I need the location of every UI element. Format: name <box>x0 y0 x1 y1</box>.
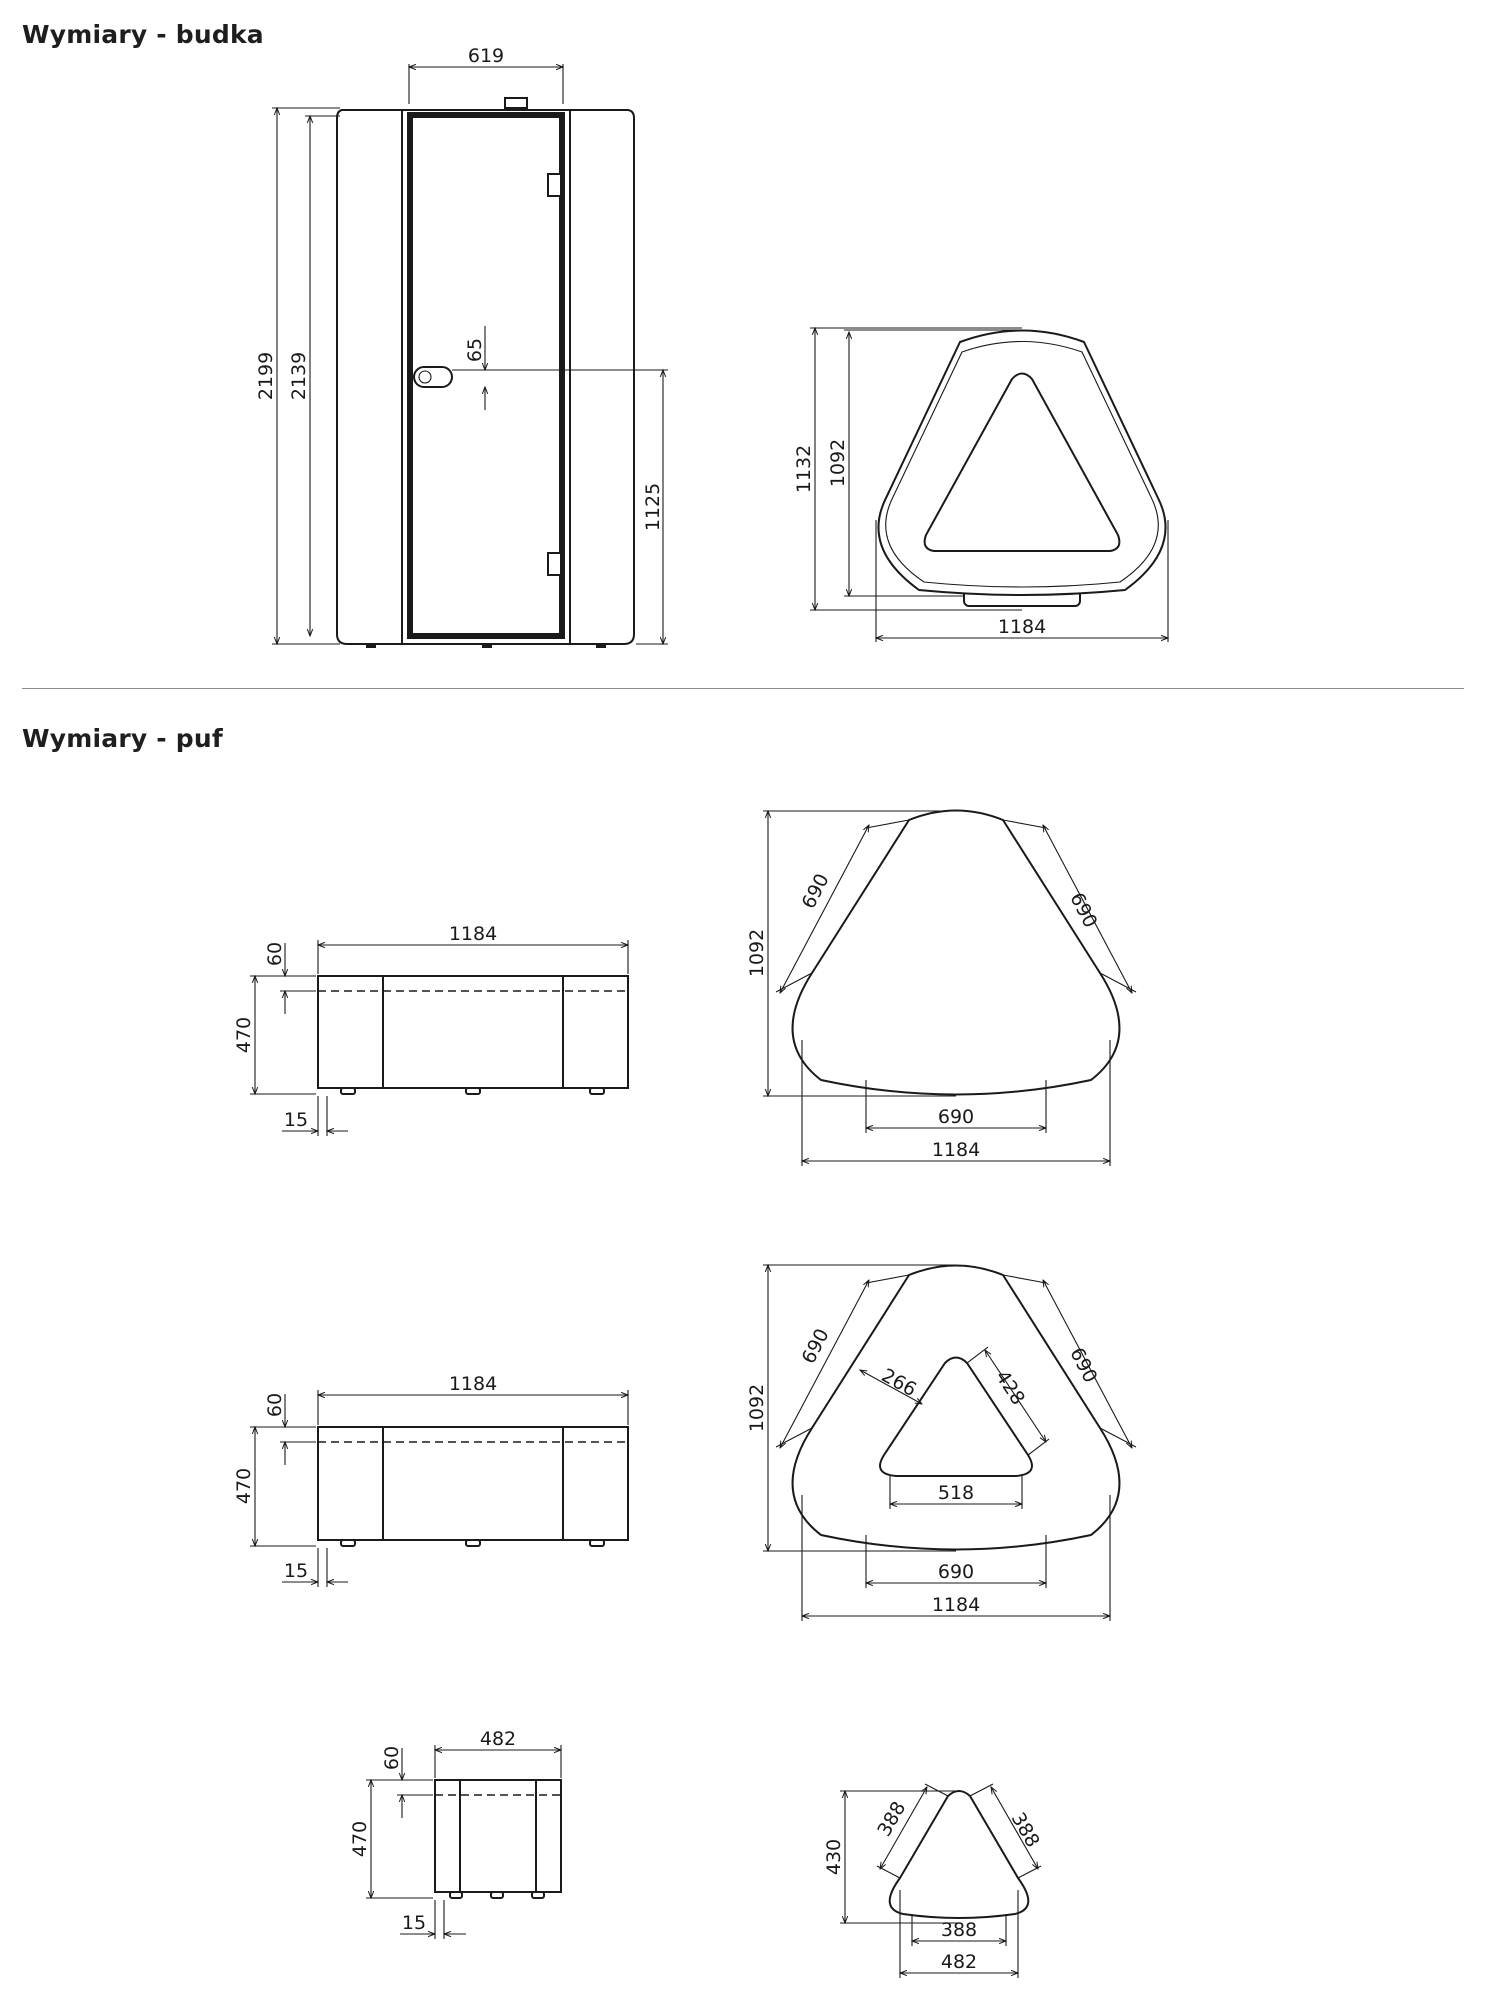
pouf-ring-top-view: 1092 690 690 266 428 518 690 1184 <box>746 1265 1137 1621</box>
dim-pouf-small-top-height: 430 <box>823 1839 845 1875</box>
booth-top-inner <box>923 372 1121 552</box>
pouf-ring-side-view: 1184 60 470 15 <box>233 1373 629 1587</box>
booth-door-handle <box>413 366 453 388</box>
dim-booth-top-depth: 1132 <box>793 445 815 493</box>
dim-booth-height-body: 2139 <box>288 352 310 400</box>
dim-line-pouf-ring-side-left <box>780 1280 869 1448</box>
section-divider <box>22 688 1464 689</box>
dim-pouf-large-top-height: 1092 <box>746 929 768 977</box>
dim-booth-width: 619 <box>468 45 504 67</box>
dim-pouf-small-top: 60 <box>381 1746 403 1770</box>
dim-pouf-small-side-left: 388 <box>873 1798 910 1840</box>
dim-booth-handle-offset: 65 <box>464 338 486 362</box>
dim-pouf-small-base: 388 <box>941 1919 977 1941</box>
booth-body <box>336 109 635 645</box>
dim-line-pouf-large-side-right <box>1043 825 1132 993</box>
booth-top-outer-inset <box>885 340 1159 588</box>
booth-foot <box>366 644 376 648</box>
dim-pouf-large-top: 60 <box>264 942 286 966</box>
pouf-small-top-view: 430 388 388 388 482 <box>823 1783 1044 1978</box>
pouf-small-body <box>434 1779 562 1893</box>
pouf-foot <box>449 1891 463 1899</box>
dim-pouf-small-side-right: 388 <box>1007 1809 1044 1851</box>
dim-pouf-large-side-left: 690 <box>798 870 834 912</box>
dim-line-pouf-ring-side-right <box>1043 1280 1132 1448</box>
pouf-ring-body <box>317 1426 629 1541</box>
booth-roof-vent <box>504 97 528 109</box>
pouf-foot <box>465 1087 481 1095</box>
pouf-foot <box>490 1891 504 1899</box>
booth-glass-door <box>407 112 565 639</box>
pouf-foot <box>465 1539 481 1547</box>
dim-pouf-large-foot: 15 <box>284 1109 308 1131</box>
booth-top-view: 1132 1092 1184 <box>793 328 1168 642</box>
pouf-small-top-shape <box>888 1790 1030 1919</box>
booth-hinge-top <box>547 173 562 197</box>
dim-pouf-ring-inner-base: 518 <box>938 1482 974 1504</box>
dim-pouf-small-height: 470 <box>349 1821 371 1857</box>
dim-pouf-ring-base: 690 <box>938 1561 974 1583</box>
dim-booth-height-total: 2199 <box>255 352 277 400</box>
pouf-ring-hole <box>879 1356 1033 1477</box>
pouf-foot <box>531 1891 545 1899</box>
pouf-large-body <box>317 975 629 1089</box>
pouf-large-top-view: 1092 690 690 690 1184 <box>746 809 1137 1166</box>
dim-pouf-small-foot: 15 <box>402 1912 426 1934</box>
pouf-foot <box>340 1539 356 1547</box>
dim-pouf-large-base: 690 <box>938 1106 974 1128</box>
section-title-booth: Wymiary - budka <box>22 20 264 49</box>
booth-handle-knob <box>418 370 432 384</box>
dim-pouf-large-top-width: 1184 <box>932 1139 980 1161</box>
dim-line-pouf-small-side-left <box>880 1787 927 1869</box>
dim-line-pouf-large-side-left <box>780 825 869 993</box>
pouf-large-top-shape <box>791 809 1121 1096</box>
dim-pouf-ring-height: 470 <box>233 1468 255 1504</box>
dim-line-pouf-small-side-right <box>991 1787 1038 1869</box>
section-title-pouf: Wymiary - puf <box>22 724 223 753</box>
booth-foot <box>596 644 606 648</box>
dim-pouf-ring-width: 1184 <box>449 1373 497 1395</box>
pouf-foot <box>589 1087 605 1095</box>
dim-pouf-ring-top: 60 <box>264 1393 286 1417</box>
dim-booth-handle-height: 1125 <box>642 483 664 531</box>
dim-booth-top-width: 1184 <box>998 616 1046 638</box>
pouf-small-side-view: 482 60 470 15 <box>349 1728 562 1939</box>
dim-pouf-ring-top-height: 1092 <box>746 1384 768 1432</box>
pouf-foot <box>340 1087 356 1095</box>
dim-pouf-large-height: 470 <box>233 1017 255 1053</box>
dim-line-pouf-ring-inner-side <box>985 1350 1046 1442</box>
pouf-foot <box>589 1539 605 1547</box>
dim-booth-top-depth-inner: 1092 <box>827 439 849 487</box>
booth-front-view: 619 2199 2139 65 1125 <box>255 45 668 648</box>
dim-pouf-ring-side-left: 690 <box>798 1325 834 1367</box>
dim-pouf-small-top-width: 482 <box>941 1951 977 1973</box>
booth-hinge-bottom <box>547 552 562 576</box>
dim-pouf-ring-foot: 15 <box>284 1560 308 1582</box>
dim-pouf-ring-top-width: 1184 <box>932 1594 980 1616</box>
booth-foot <box>482 644 492 648</box>
dim-line-pouf-ring-width-ring <box>860 1370 922 1404</box>
dim-pouf-large-width: 1184 <box>449 923 497 945</box>
dim-pouf-small-width: 482 <box>480 1728 516 1750</box>
pouf-large-side-view: 1184 60 470 15 <box>233 923 629 1136</box>
